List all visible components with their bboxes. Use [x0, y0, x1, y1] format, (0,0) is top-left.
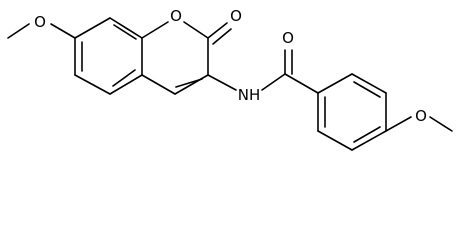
bond-double-inner: [175, 78, 203, 88]
molecule-drawing: O O O NH O O: [7, 7, 453, 151]
bond: [317, 130, 353, 151]
bond: [174, 74, 209, 95]
bond: [385, 116, 412, 132]
bond: [351, 130, 387, 151]
oxygen-atom-label: O: [415, 107, 427, 125]
oxygen-atom-label: O: [170, 7, 182, 25]
bond-double-inner: [353, 81, 381, 98]
oxygen-atom-label: O: [230, 7, 242, 25]
oxygen-atom-label: O: [282, 29, 294, 47]
bond: [207, 22, 228, 39]
bond: [141, 21, 169, 39]
bond: [74, 17, 111, 39]
bond: [207, 74, 237, 91]
bond: [50, 23, 76, 39]
bond: [351, 73, 387, 94]
bond-double-inner: [113, 24, 137, 40]
bond-double-inner: [353, 126, 381, 143]
bond: [7, 23, 30, 39]
oxygen-atom-label: O: [34, 13, 46, 31]
bond: [317, 73, 353, 94]
bond: [429, 116, 453, 132]
bond: [284, 73, 319, 94]
bond: [74, 74, 111, 95]
structure-canvas: O O O NH O O: [7, 7, 453, 151]
bond: [212, 28, 232, 45]
bond: [141, 74, 176, 95]
bond: [109, 17, 143, 39]
bond-double-inner: [112, 69, 136, 87]
bond: [109, 74, 143, 95]
nitrogen-atom-label: NH: [238, 86, 261, 104]
bond: [261, 73, 286, 91]
bond: [183, 21, 209, 39]
